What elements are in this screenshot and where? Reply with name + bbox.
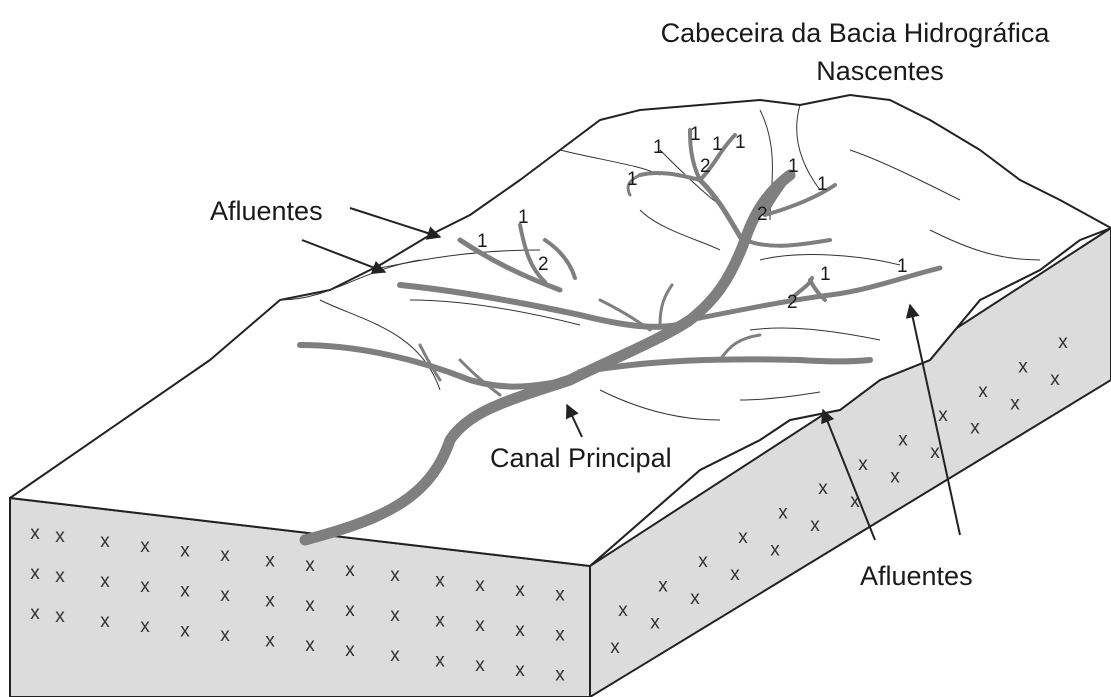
rock-symbol: x: [390, 605, 400, 626]
rock-symbol: x: [738, 527, 748, 548]
rock-symbol: x: [778, 503, 788, 524]
rock-symbol: x: [435, 610, 445, 631]
rock-symbol: x: [345, 600, 355, 621]
title-line1: Cabeceira da Bacia Hidrográfica: [661, 18, 1051, 48]
drainage-network: [297, 128, 943, 546]
rock-symbol: x: [475, 655, 485, 676]
title-line2: Nascentes: [816, 56, 944, 86]
stream-order-label: 1: [817, 174, 828, 195]
label-afluentes-left: Afluentes: [210, 196, 323, 226]
rock-symbol: x: [55, 566, 65, 587]
rock-symbol: x: [180, 581, 190, 602]
rock-symbol: x: [698, 551, 708, 572]
rock-symbol: x: [220, 545, 230, 566]
stream-order-label: 1: [897, 256, 908, 277]
rock-symbol: x: [810, 515, 820, 536]
rock-symbol: x: [938, 405, 948, 426]
rock-symbol: x: [515, 580, 525, 601]
rock-symbol: x: [180, 621, 190, 642]
rock-symbol: x: [970, 418, 980, 439]
rock-symbol: x: [55, 526, 65, 547]
arrow-afluentes-right-1: [821, 408, 876, 541]
rock-symbol: x: [618, 600, 628, 621]
rock-symbol: x: [435, 570, 445, 591]
rock-symbol: x: [305, 595, 315, 616]
stream-order-label: 1: [477, 231, 488, 252]
stream-order-label: 1: [735, 132, 746, 153]
rock-symbol: x: [180, 541, 190, 562]
terrain-top-surface: [9, 94, 1111, 567]
stream-order-label: 2: [787, 292, 798, 313]
rock-symbol: x: [1058, 332, 1068, 353]
arrow-canal-principal: [566, 403, 583, 438]
rock-symbol: x: [515, 660, 525, 681]
label-canal-principal: Canal Principal: [490, 443, 672, 473]
rock-symbol: x: [100, 531, 110, 552]
label-afluentes-right: Afluentes: [860, 561, 973, 591]
rock-symbol: x: [690, 588, 700, 609]
rock-symbol: x: [1050, 369, 1060, 390]
rock-symbol: x: [435, 650, 445, 671]
rock-symbol: x: [220, 625, 230, 646]
rock-symbol: x: [978, 381, 988, 402]
rock-symbol: x: [475, 615, 485, 636]
label-arrows: [301, 207, 961, 541]
rock-symbol: x: [140, 576, 150, 597]
stream-order-label: 1: [653, 137, 664, 158]
rock-symbol: x: [555, 624, 565, 645]
rock-symbol: x: [1018, 357, 1028, 378]
rock-symbol: x: [650, 612, 660, 633]
rock-symbol: x: [100, 571, 110, 592]
rock-symbol: x: [898, 430, 908, 451]
stream-order-labels: 1 1 1 2 1 1 1 2 1 1 2 1 1 2 1: [477, 124, 908, 313]
arrow-afluentes-upper: [349, 207, 442, 240]
rock-symbol: x: [55, 606, 65, 627]
stream-order-label: 2: [757, 204, 768, 225]
rock-symbol: x: [475, 575, 485, 596]
rock-symbol: x: [770, 539, 780, 560]
stream-order-label: 2: [538, 254, 549, 275]
rock-symbol: x: [265, 630, 275, 651]
rock-symbol: x: [30, 563, 40, 584]
stream-order-label: 1: [518, 207, 529, 228]
rock-symbol: x: [818, 478, 828, 499]
rock-symbol: x: [390, 645, 400, 666]
rock-symbol: x: [1010, 393, 1020, 414]
rock-symbol: x: [850, 491, 860, 512]
rock-symbol: x: [345, 640, 355, 661]
stream-order-label: 1: [788, 156, 799, 177]
rock-symbol: x: [265, 590, 275, 611]
rock-symbol: x: [100, 611, 110, 632]
rock-symbol: x: [305, 635, 315, 656]
rock-symbol: x: [858, 454, 868, 475]
rock-symbol: x: [390, 565, 400, 586]
rock-symbol: x: [140, 616, 150, 637]
rock-symbol: x: [658, 576, 668, 597]
stream-order-label: 1: [690, 124, 701, 145]
stream-order-label: 1: [820, 264, 831, 285]
rock-symbol: x: [930, 442, 940, 463]
rock-symbol: x: [140, 536, 150, 557]
arrow-afluentes-right-2: [905, 303, 961, 536]
rock-symbol: x: [890, 466, 900, 487]
rock-symbol: x: [555, 664, 565, 685]
rock-symbol: x: [30, 603, 40, 624]
rock-symbol: x: [515, 620, 525, 641]
rock-symbol: x: [265, 550, 275, 571]
stream-order-label: 1: [627, 169, 638, 190]
stream-order-label: 2: [700, 156, 711, 177]
rock-symbol: x: [220, 585, 230, 606]
rock-symbol: x: [30, 523, 40, 544]
rock-symbol: x: [305, 555, 315, 576]
rock-symbol: x: [730, 564, 740, 585]
stream-order-label: 1: [712, 134, 723, 155]
arrow-afluentes-lower: [301, 239, 387, 274]
rock-symbol: x: [610, 637, 620, 658]
rock-symbol: x: [345, 560, 355, 581]
rock-symbol: x: [555, 584, 565, 605]
